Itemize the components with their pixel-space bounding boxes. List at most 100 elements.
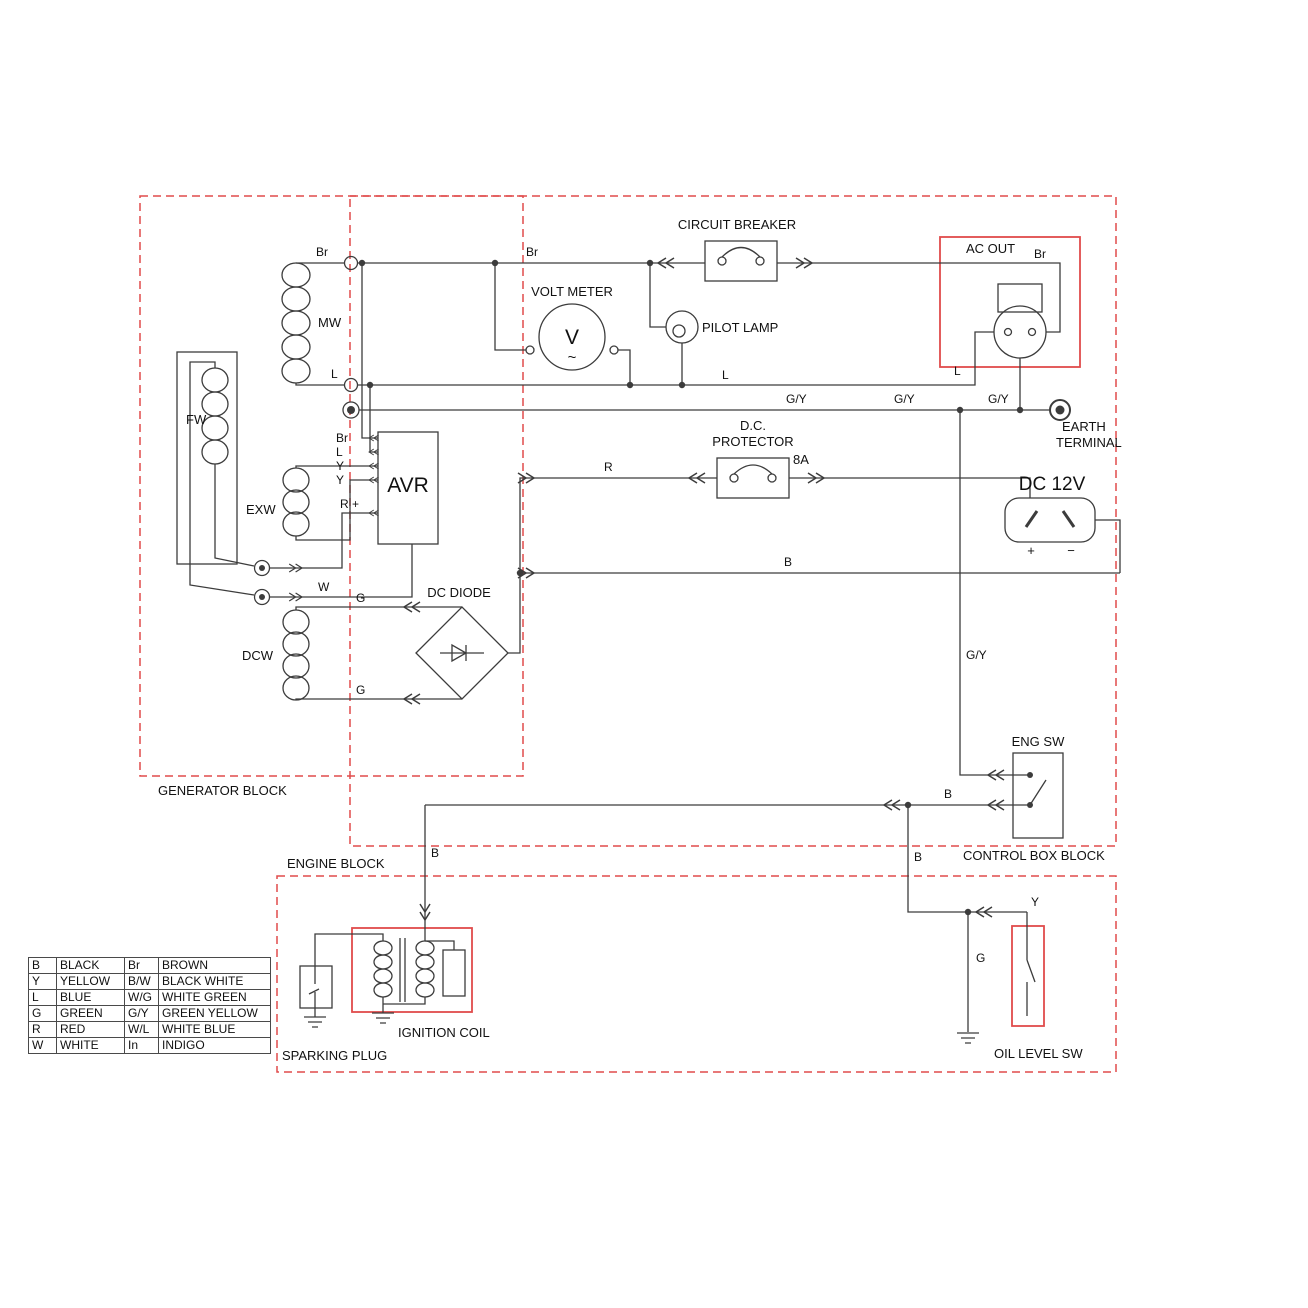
engine-block-outline [276, 875, 1117, 1073]
legend-code: B/W [124, 973, 159, 990]
legend-name: BROWN [158, 957, 271, 974]
dcw-winding [282, 609, 310, 701]
legend-name: INDIGO [158, 1037, 271, 1054]
legend-code: W/G [124, 989, 159, 1006]
ac-out-highlight [939, 236, 1081, 368]
wire-label-gy: G/Y [988, 392, 1009, 406]
dc-12v-minus: − [1067, 543, 1075, 558]
legend-row: R RED W/L WHITE BLUE [28, 1021, 271, 1038]
legend-row: W WHITE In INDIGO [28, 1037, 271, 1054]
avr-input-y: Y [336, 473, 344, 487]
control-box-block-label: CONTROL BOX BLOCK [963, 848, 1105, 863]
dc-protector-rating: 8A [793, 452, 809, 467]
legend-row: Y YELLOW B/W BLACK WHITE [28, 973, 271, 990]
generator-block-outline [139, 195, 524, 777]
avr-r-plus-label: R + [340, 497, 359, 511]
generator-block-label: GENERATOR BLOCK [158, 783, 287, 798]
avr-input-l: L [336, 445, 343, 459]
engine-block-label: ENGINE BLOCK [287, 856, 385, 871]
wire-label-br: Br [316, 245, 328, 259]
pilot-lamp [665, 310, 699, 344]
highlight-boxes [351, 236, 1081, 1027]
wire-label-gy: G/Y [786, 392, 807, 406]
wire-label-g: G [356, 591, 365, 605]
legend-code: B [28, 957, 57, 974]
avr-input-br: Br [336, 431, 348, 445]
legend-name: GREEN [56, 1005, 125, 1022]
legend-name: WHITE GREEN [158, 989, 271, 1006]
wire-label-w: W [318, 580, 330, 594]
legend-code: In [124, 1037, 159, 1054]
fw-label: FW [186, 412, 207, 427]
wire-label-l: L [722, 368, 729, 382]
labels: GENERATOR BLOCK ENGINE BLOCK CONTROL BOX… [158, 217, 1122, 1063]
eng-sw-label: ENG SW [1012, 734, 1065, 749]
wire-label-gy: G/Y [894, 392, 915, 406]
control-box-block-outline [349, 195, 1117, 847]
wire-label-gy: G/Y [966, 648, 987, 662]
circuit-breaker [704, 240, 778, 282]
legend-name: WHITE [56, 1037, 125, 1054]
wire-label-b: B [944, 787, 952, 801]
mw-winding [281, 262, 311, 384]
earth-terminal-label-2: TERMINAL [1056, 435, 1122, 450]
wire-label-b: B [784, 555, 792, 569]
exw-winding [282, 467, 310, 537]
wire-label-l: L [331, 367, 338, 381]
dc-protector-label-1: D.C. [740, 418, 766, 433]
legend-row: G GREEN G/Y GREEN YELLOW [28, 1005, 271, 1022]
wire-label-b: B [914, 850, 922, 864]
wire-label-b: B [431, 846, 439, 860]
legend-name: BLACK WHITE [158, 973, 271, 990]
slip-ring-brushes [253, 559, 271, 606]
dcw-label: DCW [242, 648, 274, 663]
dc-diode-label: DC DIODE [427, 585, 491, 600]
dc-12v-label: DC 12V [1019, 474, 1086, 495]
ignition-coil-highlight [351, 927, 473, 1013]
wire-label-g: G [976, 951, 985, 965]
dc-12v-plus: + [1027, 543, 1035, 558]
ground-symbols [304, 1012, 979, 1044]
wire-label-l: L [954, 364, 961, 378]
wires [189, 262, 1121, 1032]
legend-code: W [28, 1037, 57, 1054]
legend-code: W/L [124, 1021, 159, 1038]
legend-row: B BLACK Br BROWN [28, 957, 271, 974]
dc-protector [716, 457, 790, 499]
connector-chevrons [288, 257, 1005, 921]
junction-dots [358, 259, 1024, 916]
pilot-lamp-label: PILOT LAMP [702, 320, 778, 335]
avr-input-y: Y [336, 459, 344, 473]
earth-terminal-label-1: EARTH [1062, 419, 1106, 434]
ac-out-socket [993, 283, 1047, 359]
components [176, 240, 1096, 1044]
wire-label-y: Y [1031, 895, 1039, 909]
wire-label-br: Br [526, 245, 538, 259]
wire-color-legend: B BLACK Br BROWN Y YELLOW B/W BLACK WHIT… [28, 957, 271, 1054]
volt-meter [525, 303, 619, 371]
legend-code: G/Y [124, 1005, 159, 1022]
legend-code: Y [28, 973, 57, 990]
legend-code: R [28, 1021, 57, 1038]
dc-12v-socket [1004, 497, 1096, 543]
oil-level-sw-highlight [1011, 925, 1045, 1027]
wire-label-br: Br [1034, 247, 1046, 261]
ignition-coil-symbol [373, 938, 466, 1002]
legend-row: L BLUE W/G WHITE GREEN [28, 989, 271, 1006]
legend-code: G [28, 1005, 57, 1022]
legend-code: L [28, 989, 57, 1006]
sparking-plug-symbol [299, 965, 333, 1009]
legend-name: BLUE [56, 989, 125, 1006]
earth-terminal [1049, 399, 1071, 421]
winding-terminals [342, 255, 360, 419]
dc-diode-symbol [415, 606, 509, 700]
volt-meter-v: V [565, 326, 579, 349]
legend-code: Br [124, 957, 159, 974]
dc-protector-label-2: PROTECTOR [712, 434, 793, 449]
wire-label-g: G [356, 683, 365, 697]
avr-box [377, 431, 439, 545]
wire-label-r: R [604, 460, 613, 474]
volt-meter-label: VOLT METER [531, 284, 613, 299]
